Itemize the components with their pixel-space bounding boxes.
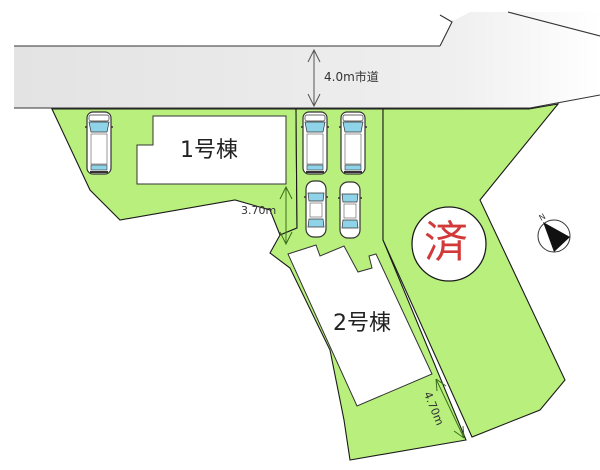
building-1-label: 1号棟 [180, 138, 238, 163]
road-width-dimension [307, 48, 321, 108]
sold-stamp [411, 206, 487, 282]
car-minivan-1 [84, 111, 114, 175]
setback-dimension-2 [435, 378, 465, 439]
building-1-footprint[interactable] [136, 115, 287, 185]
setback-label-1: 3.70m [241, 204, 277, 217]
road [14, 11, 600, 109]
car-sedan-1 [303, 180, 329, 238]
car-minivan-2 [300, 111, 330, 175]
building-2-label: 2号棟 [333, 311, 391, 336]
building-2-footprint[interactable] [287, 244, 433, 407]
north-arrow-icon: N [537, 212, 571, 253]
setback-dimension-1 [279, 185, 293, 246]
car-sedan-2 [337, 181, 363, 239]
sold-stamp-label: 済 [424, 217, 468, 268]
road-width-label: 4.0m市道 [324, 70, 379, 84]
car-minivan-3 [338, 111, 368, 175]
svg-text:N: N [538, 212, 548, 223]
